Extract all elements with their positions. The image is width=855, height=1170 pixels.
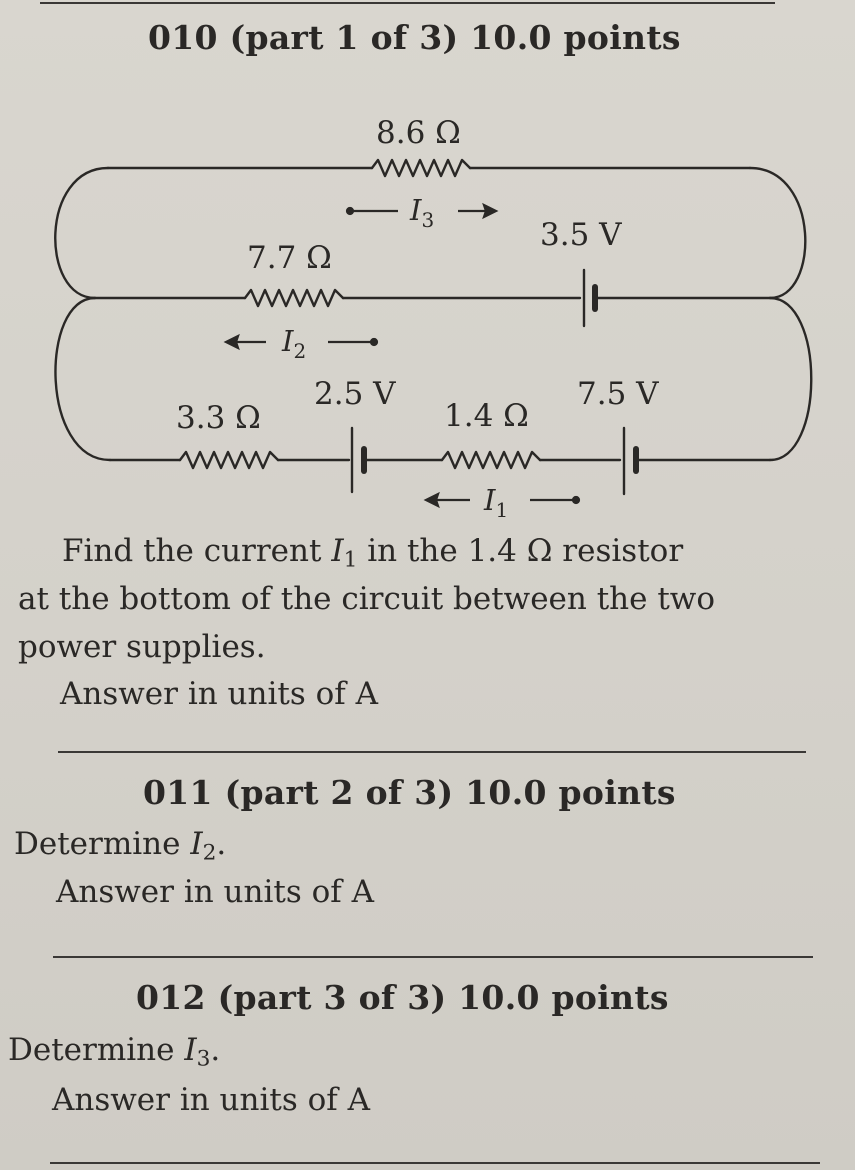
part1-heading: 010 (part 1 of 3) 10.0 points: [148, 18, 681, 57]
resistor-middle-symbol: [243, 288, 345, 308]
circuit-diagram: 8.6 Ω 7.7 Ω 3.5 V 3.3 Ω 2.5 V 1.4 Ω 7.5 …: [54, 115, 813, 522]
part1-question-line3: power supplies.: [18, 629, 266, 665]
top-rule: [40, 2, 775, 4]
resistor-top-label: 8.6 Ω: [376, 115, 461, 151]
right-lower-arc: [768, 296, 813, 462]
part1-question-line1: Find the current I1 in the 1.4 Ω resisto…: [62, 533, 684, 573]
part3-heading: 012 (part 3 of 3) 10.0 points: [136, 978, 669, 1017]
resistor-bottom-mid-symbol: [440, 450, 542, 470]
part2-question: Determine I2.: [14, 826, 227, 866]
current-top-label: I3: [409, 193, 434, 232]
current-middle-label: I2: [281, 324, 306, 363]
right-upper-arc: [748, 166, 807, 300]
resistor-bottom-mid-label: 1.4 Ω: [444, 398, 529, 434]
battery-bottom-left-label: 2.5 V: [314, 376, 396, 412]
part2-answer-prompt: Answer in units of A: [56, 874, 374, 910]
part1-answer-prompt: Answer in units of A: [60, 676, 378, 712]
bottom-rule: [50, 1162, 820, 1164]
left-upper-arc: [54, 166, 110, 300]
divider-2: [53, 956, 813, 958]
current-bottom-label: I1: [483, 483, 508, 522]
resistor-bottom-left-label: 3.3 Ω: [176, 400, 261, 436]
divider-1: [58, 751, 806, 753]
current-top-arrowhead: [482, 202, 499, 220]
battery-middle-label: 3.5 V: [540, 217, 622, 253]
part1-question-line2: at the bottom of the circuit between the…: [18, 581, 715, 617]
resistor-middle-label: 7.7 Ω: [247, 240, 332, 276]
resistor-top-symbol: [370, 158, 472, 178]
resistor-bottom-left-symbol: [178, 450, 280, 470]
part3-question: Determine I3.: [8, 1032, 221, 1072]
battery-bottom-right-label: 7.5 V: [577, 376, 659, 412]
left-lower-arc: [54, 296, 112, 462]
part3-answer-prompt: Answer in units of A: [52, 1082, 370, 1118]
current-bottom-dot: [571, 495, 581, 505]
current-middle-dot: [369, 337, 379, 347]
part2-heading: 011 (part 2 of 3) 10.0 points: [143, 773, 676, 812]
